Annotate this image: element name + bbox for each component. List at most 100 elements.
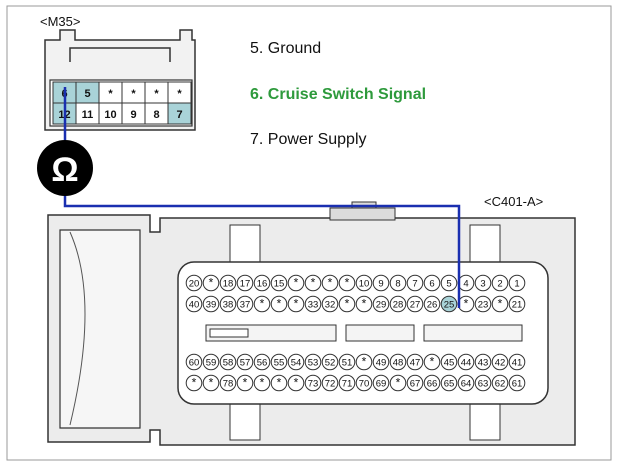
c401-pin-label: 39	[206, 300, 217, 311]
c401-pin	[321, 295, 339, 313]
c401-pin	[423, 353, 441, 371]
c401-pin	[406, 295, 424, 313]
c401-pin	[355, 295, 373, 313]
c401-pin	[236, 274, 254, 292]
c401-pin-label: *	[311, 276, 316, 290]
c401-pin	[508, 374, 526, 392]
c401-pin-label: *	[209, 276, 214, 290]
c401-pin	[508, 295, 526, 313]
c401-pin-label: *	[498, 297, 503, 311]
c401-pin-label: 20	[189, 279, 200, 290]
c401-pin	[491, 353, 509, 371]
c401-pin	[202, 374, 220, 392]
c401-pin	[355, 274, 373, 292]
c401-pin-label: 18	[223, 279, 234, 290]
m35-pin-cell	[167, 102, 192, 125]
c401-pin	[304, 374, 322, 392]
c401-pin	[457, 353, 475, 371]
c401-pin-label: 57	[240, 358, 251, 369]
c401-pin	[355, 374, 373, 392]
c401-pin	[440, 274, 458, 292]
c401-pin-label: 78	[223, 379, 234, 390]
c401-pin	[270, 295, 288, 313]
c401-pin	[474, 295, 492, 313]
diagram-border	[6, 5, 612, 461]
c401-pin-label: 33	[308, 300, 319, 311]
c401-pin-label: 4	[463, 279, 468, 290]
c401-pin	[406, 274, 424, 292]
c401-pin-label: *	[192, 376, 197, 390]
c401-pin-label: 64	[461, 379, 472, 390]
c401-pin	[219, 374, 237, 392]
c401-pin-label: 40	[189, 300, 200, 311]
c401-pin	[508, 274, 526, 292]
c401-pin	[270, 374, 288, 392]
c401-pin	[406, 374, 424, 392]
m35-pin-label: 9	[130, 109, 136, 121]
c401-pin-label: 71	[342, 379, 353, 390]
c401-pin	[185, 274, 203, 292]
c401-pin	[372, 295, 390, 313]
c401-pin-label: 66	[427, 379, 438, 390]
m35-pin-label: *	[131, 88, 136, 100]
c401-pin-label: 9	[378, 279, 383, 290]
m35-pin-label: *	[177, 88, 182, 100]
c401-pin	[474, 374, 492, 392]
c401-pin-label: 1	[514, 279, 519, 290]
c401-pin-label: *	[294, 297, 299, 311]
c401-pin	[185, 374, 203, 392]
c401-pin	[338, 353, 356, 371]
c401-pin-label: 54	[291, 358, 302, 369]
c401-pin-label: *	[260, 376, 265, 390]
c401-pin-label: 37	[240, 300, 251, 311]
c401-pin-label: 15	[274, 279, 285, 290]
c401-pin-label: 21	[512, 300, 523, 311]
c401-pin	[253, 274, 271, 292]
c401-pin-label: 55	[274, 358, 285, 369]
c401-pin-label: 27	[410, 300, 421, 311]
c401-pin	[440, 295, 458, 313]
c401-pin	[270, 274, 288, 292]
c401-pin-label: 65	[444, 379, 455, 390]
c401-pin	[304, 274, 322, 292]
c401-pin-label: 43	[478, 358, 489, 369]
m35-pin-label: 7	[176, 109, 182, 121]
c401-pin-label: 28	[393, 300, 404, 311]
c401-pin	[338, 295, 356, 313]
ohm-symbol: Ω	[51, 151, 78, 189]
c401-pin	[321, 374, 339, 392]
c401-pin	[219, 353, 237, 371]
c401-pin-label: *	[277, 297, 282, 311]
c401-pin-label: 3	[480, 279, 485, 290]
c401-pin-label: *	[464, 297, 469, 311]
c401-pin-label: 42	[495, 358, 506, 369]
c401-pin-label: *	[430, 355, 435, 369]
c401-pin	[304, 295, 322, 313]
c401-pin-label: 62	[495, 379, 506, 390]
c401-pin	[406, 353, 424, 371]
c401-pin	[491, 274, 509, 292]
c401-pin	[423, 374, 441, 392]
c401-pin-label: 44	[461, 358, 472, 369]
c401-pin	[423, 274, 441, 292]
c401-pin	[389, 353, 407, 371]
c401-pin-label: *	[345, 297, 350, 311]
c401-pin-label: 73	[308, 379, 319, 390]
c401-pin	[321, 274, 339, 292]
c401-pin-label: 56	[257, 358, 268, 369]
pin-note-ground: 5. Ground	[250, 40, 322, 57]
c401-pin-label: 49	[376, 358, 387, 369]
m35-connector-label: <M35>	[40, 14, 81, 29]
c401-pin	[372, 353, 390, 371]
c401-pin	[474, 353, 492, 371]
c401-pin	[338, 374, 356, 392]
c401-pin-label: 69	[376, 379, 387, 390]
c401-pin	[491, 374, 509, 392]
c401-pin-label: 32	[325, 300, 336, 311]
c401-pin	[202, 274, 220, 292]
c401-pin-label: 10	[359, 279, 370, 290]
m35-pin-label: 8	[153, 109, 159, 121]
c401-pin	[508, 353, 526, 371]
